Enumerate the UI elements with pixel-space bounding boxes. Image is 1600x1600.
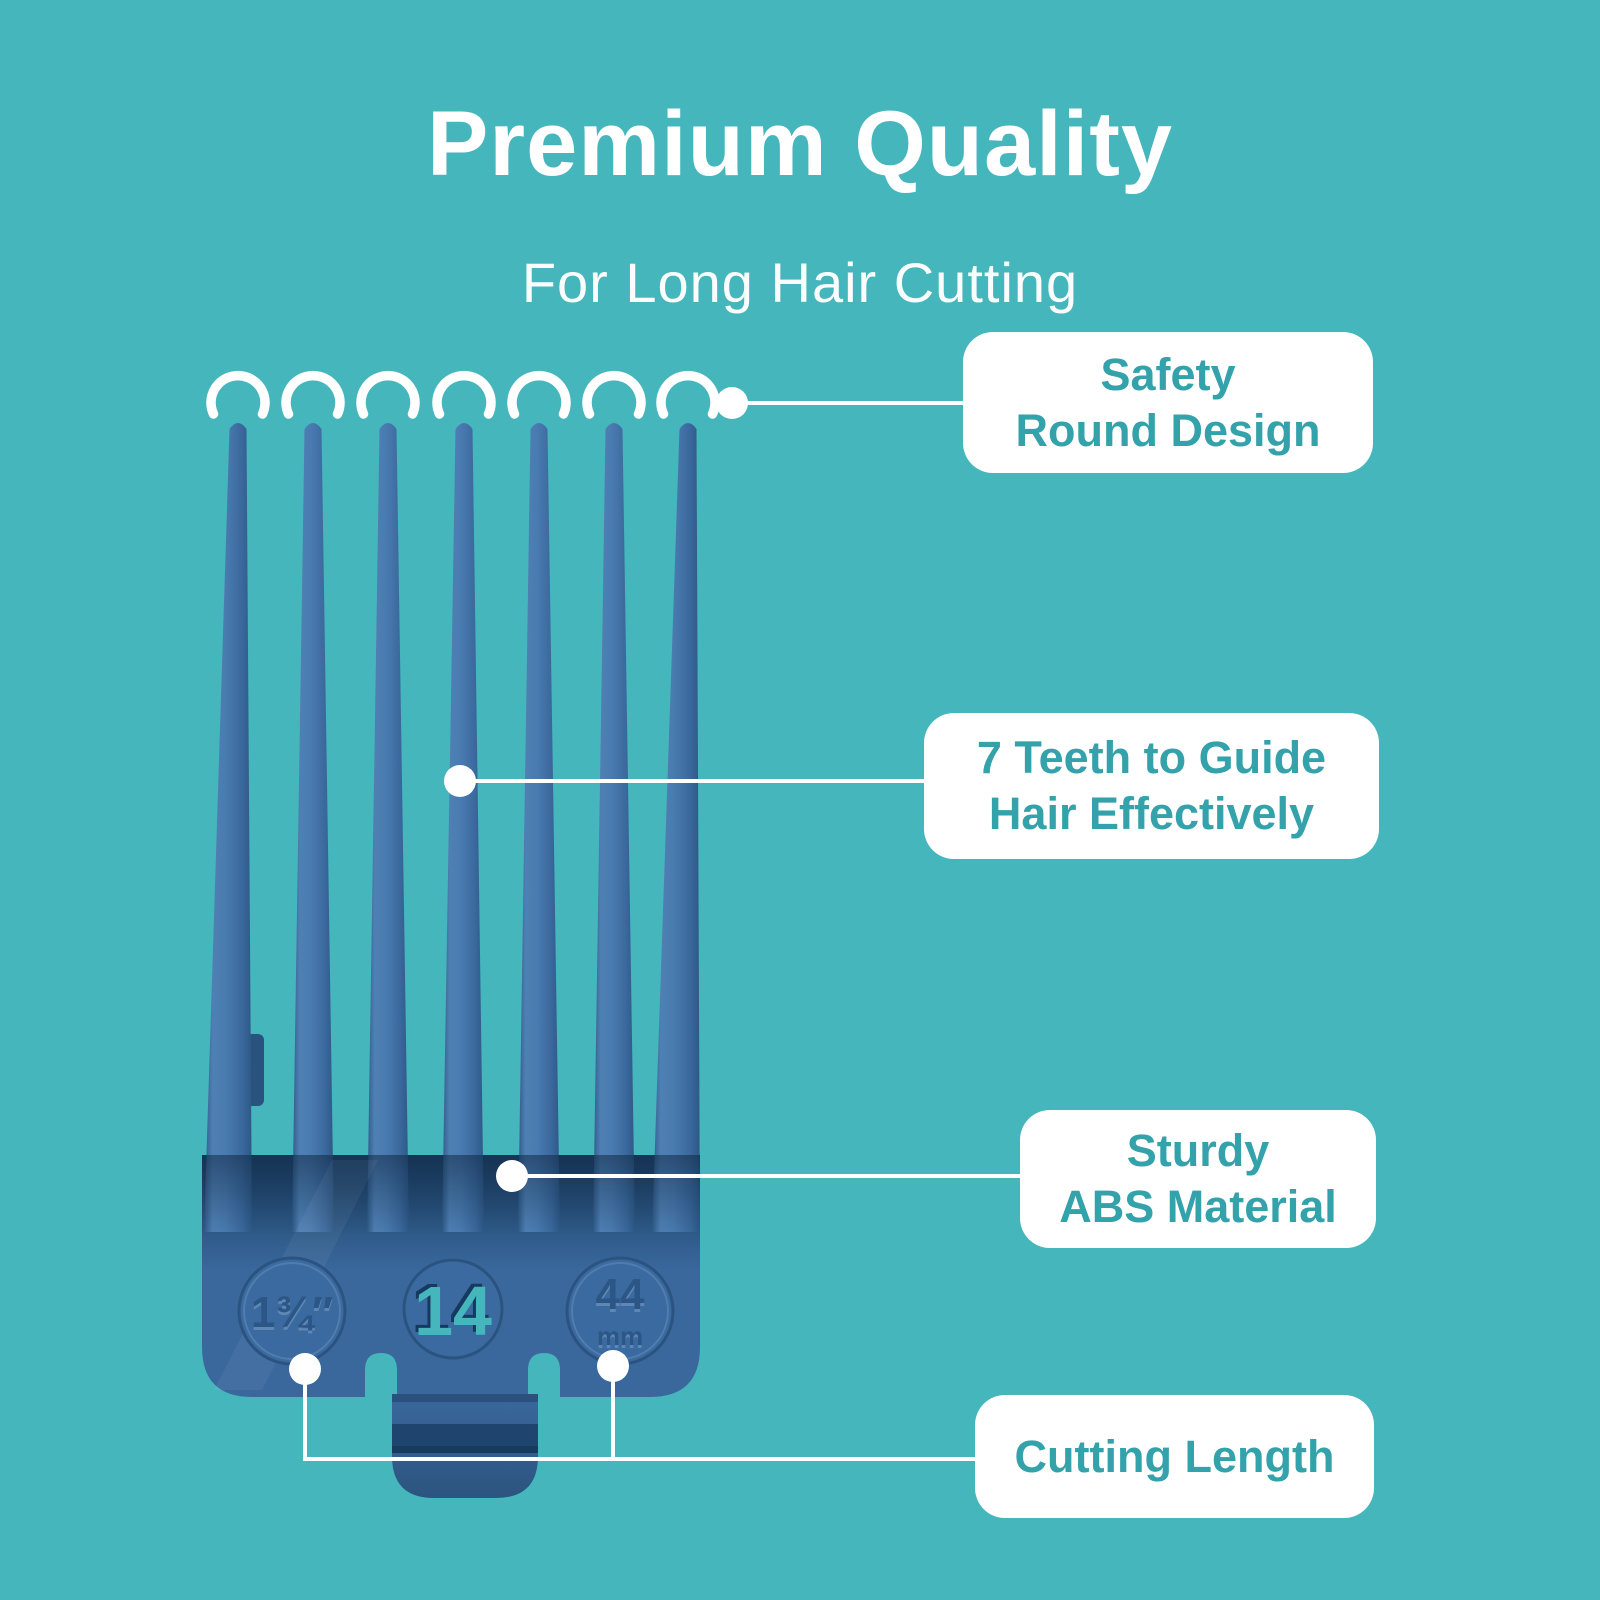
marking-inches-text: 1¾″ (251, 1288, 333, 1337)
anchor-dot-teeth (444, 765, 476, 797)
comb-tooth (204, 423, 252, 1232)
callout-abs-material: Sturdy ABS Material (1020, 1110, 1376, 1248)
comb-tooth (442, 423, 484, 1232)
callout-text-line: Round Design (1015, 404, 1321, 456)
tab-groove-line (392, 1446, 538, 1453)
callout-text-line: ABS Material (1059, 1181, 1337, 1232)
comb-tooth (367, 423, 409, 1232)
callout-safety-round-design: Safety Round Design (963, 332, 1373, 473)
comb-tooth (652, 423, 700, 1232)
comb-tooth (593, 423, 635, 1232)
attachment-tab (392, 1394, 538, 1498)
callout-cutting-length: Cutting Length (975, 1395, 1374, 1518)
tab-groove (392, 1424, 538, 1450)
comb-tooth (292, 423, 334, 1232)
anchor-dot-safety (716, 387, 748, 419)
comb-tooth (518, 423, 560, 1232)
round-tip-arc-icon (656, 370, 720, 419)
size-marking-guard-number: 14 14 (402, 1258, 504, 1360)
base-notch (365, 1353, 397, 1398)
marking-number-text: 14 (414, 1272, 492, 1350)
marking-circle-highlight (243, 1262, 341, 1360)
page-title: Premium Quality (426, 93, 1174, 195)
round-tip-markers (206, 370, 720, 419)
callout-leader-lines (303, 401, 1022, 1461)
size-marking-inches: 1¾″ 1¾″ (237, 1256, 347, 1366)
anchor-dot-length-left (289, 1353, 321, 1385)
round-tip-arc-icon (356, 370, 420, 419)
marking-mm-unit-emboss: mm (597, 1324, 643, 1354)
callout-seven-teeth: 7 Teeth to Guide Hair Effectively (924, 713, 1379, 859)
callout-text-line: Hair Effectively (988, 788, 1315, 839)
tab-joint-shadow (392, 1394, 538, 1402)
callout-text-line: Safety (1100, 348, 1236, 400)
anchor-dot-abs (496, 1160, 528, 1192)
round-tip-arc-icon (507, 370, 571, 419)
anchor-dot-length-right (597, 1350, 629, 1382)
page-subtitle: For Long Hair Cutting (521, 251, 1079, 314)
marking-mm-text: 44 (596, 1270, 645, 1319)
marking-mm-emboss: 44 (596, 1273, 645, 1322)
size-marking-mm: 44 44 mm mm (565, 1256, 675, 1366)
callout-text-line: Sturdy (1126, 1125, 1270, 1177)
base-notches (365, 1353, 560, 1398)
comb-teeth (204, 423, 700, 1232)
round-tip-arc-icon (582, 370, 646, 419)
round-tip-arc-icon (281, 370, 345, 419)
callout-anchor-dots (289, 387, 748, 1385)
marking-inches-emboss: 1¾″ (251, 1291, 333, 1340)
marking-circle (402, 1258, 504, 1360)
marking-mm-unit-text: mm (597, 1321, 643, 1351)
base-notch (528, 1353, 560, 1398)
round-tip-arc-icon (206, 370, 270, 419)
callout-text-line: 7 Teeth to Guide (976, 732, 1327, 784)
base-shadow-band (202, 1155, 700, 1235)
marking-number-shadow: 14 (411, 1269, 489, 1347)
round-tip-arc-icon (432, 370, 496, 419)
callout-text-line: Cutting Length (1014, 1430, 1335, 1482)
